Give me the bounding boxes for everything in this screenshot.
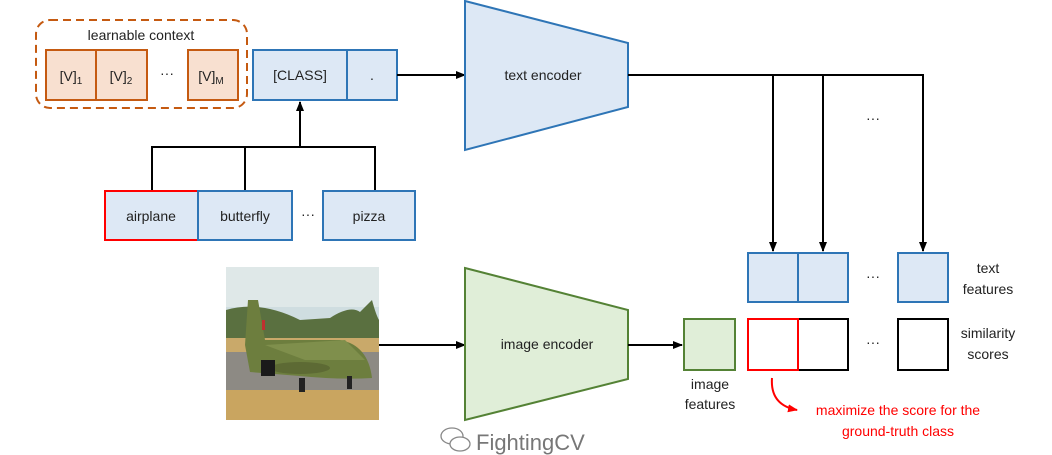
- class-butterfly: [197, 190, 293, 241]
- svg-text:[V]2: [V]2: [110, 68, 133, 87]
- text-features-label-1: text: [977, 260, 1000, 276]
- image-encoder-label: image encoder: [501, 336, 594, 352]
- image-features-label-2: features: [685, 396, 736, 412]
- class-butterfly-label: butterfly: [220, 208, 270, 224]
- objective-line-2: ground-truth class: [842, 423, 954, 439]
- wechat-icon: [440, 427, 471, 452]
- period-token-box: [346, 49, 398, 101]
- similarity-ellipsis: ···: [866, 334, 880, 350]
- class-to-token-lines: [151, 101, 376, 190]
- context-token-m: [V]M: [187, 49, 239, 101]
- svg-text:[V]1: [V]1: [60, 68, 83, 87]
- image-features-label-1: image: [691, 376, 729, 392]
- text-features-label-2: features: [963, 281, 1014, 297]
- maximize-arrow: [770, 377, 798, 413]
- watermark-text: FightingCV: [476, 430, 585, 455]
- period-token-label: .: [370, 67, 374, 83]
- text-features-ellipsis: ···: [866, 268, 880, 284]
- class-airplane: [104, 190, 199, 241]
- class-pizza-label: pizza: [353, 208, 386, 224]
- context-ellipsis: ···: [160, 65, 174, 81]
- text-feature-box-n: [897, 252, 949, 303]
- text-feature-box-2: [797, 252, 849, 303]
- context-token-1: [V]1: [45, 49, 97, 101]
- similarity-label-2: scores: [967, 346, 1008, 362]
- learnable-context-group: [35, 19, 248, 109]
- similarity-box-ground-truth: [747, 318, 799, 371]
- image-encoder: [464, 266, 629, 422]
- similarity-label-1: similarity: [961, 325, 1015, 341]
- text-encoder: [464, 0, 629, 152]
- class-token-box: [252, 49, 348, 101]
- image-feature-box: [683, 318, 736, 371]
- input-airplane-image: [226, 267, 379, 420]
- text-encoder-output-lines: [628, 74, 927, 252]
- class-ellipsis: ···: [301, 206, 315, 222]
- learnable-context-label: learnable context: [88, 27, 195, 43]
- objective-line-1: maximize the score for the: [816, 402, 980, 418]
- context-token-2: [V]2: [95, 49, 148, 101]
- svg-text:[V]M: [V]M: [198, 68, 223, 87]
- class-airplane-label: airplane: [126, 208, 176, 224]
- branch-ellipsis: ···: [866, 110, 880, 126]
- class-token-label: [CLASS]: [273, 67, 327, 83]
- text-feature-box-1: [747, 252, 799, 303]
- similarity-box-1: [797, 318, 849, 371]
- similarity-box-n: [897, 318, 949, 371]
- class-pizza: [322, 190, 416, 241]
- text-encoder-label: text encoder: [504, 67, 581, 83]
